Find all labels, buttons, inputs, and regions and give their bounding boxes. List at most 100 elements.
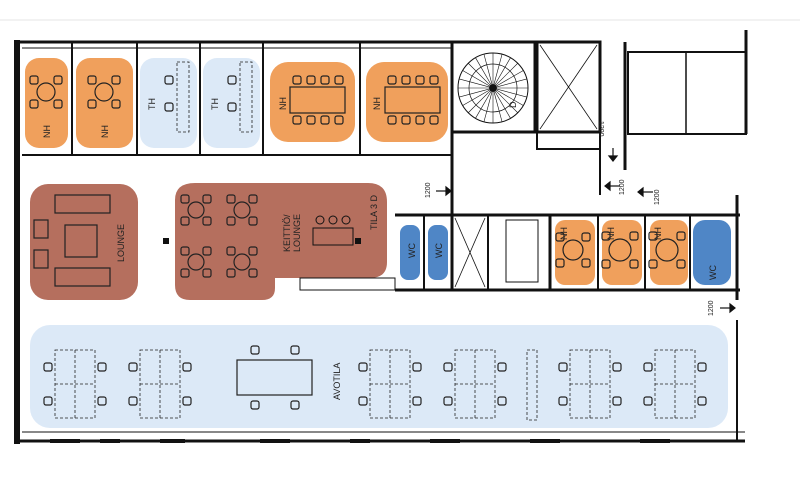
walls — [14, 30, 748, 444]
stair-step — [493, 91, 503, 122]
chair — [643, 396, 653, 406]
chair — [558, 396, 568, 406]
chair — [248, 194, 258, 204]
stair-step — [462, 70, 490, 87]
chair — [180, 216, 190, 226]
chair — [358, 362, 368, 372]
door-width: 1200 — [597, 121, 604, 137]
room-label: NH — [559, 227, 569, 240]
door-width: 1200 — [619, 179, 626, 195]
zone-kitchen — [175, 183, 387, 300]
stair-step — [494, 91, 511, 119]
round-table — [187, 253, 205, 271]
zone-wc-2 — [428, 225, 448, 280]
chair — [292, 115, 302, 125]
round-table — [187, 201, 205, 219]
wc-label: WC — [708, 265, 718, 280]
chair — [443, 362, 453, 372]
chair — [648, 231, 658, 241]
room-label: TH — [147, 98, 157, 110]
chair — [111, 99, 121, 109]
chair — [612, 396, 622, 406]
meeting-table — [289, 86, 346, 114]
labels: NH NH TH TH NH NH D LOUNGE KEITTIÖ/ LOUN… — [42, 97, 718, 400]
chair — [97, 396, 107, 406]
armchair — [33, 249, 49, 269]
zone-avotila — [30, 325, 728, 428]
chair — [387, 75, 397, 85]
chair — [182, 362, 192, 372]
chair — [128, 362, 138, 372]
chair — [306, 115, 316, 125]
round-table — [655, 238, 679, 262]
stair-step — [483, 91, 493, 122]
stair-step — [496, 70, 524, 87]
chair — [227, 102, 237, 112]
chair — [248, 216, 258, 226]
stair-step — [493, 54, 503, 85]
chair — [555, 258, 565, 268]
chair — [87, 75, 97, 85]
room-label: NH — [606, 227, 616, 240]
round-table — [562, 239, 584, 261]
chair — [226, 216, 236, 226]
zone-wc-3 — [693, 220, 731, 285]
door-arrows — [436, 148, 736, 314]
chair — [412, 396, 422, 406]
chair — [29, 99, 39, 109]
chair — [697, 362, 707, 372]
chair — [497, 396, 507, 406]
zone-nh-5 — [555, 220, 595, 285]
chair — [202, 268, 212, 278]
armchair — [33, 219, 49, 239]
chair — [676, 259, 686, 269]
round-table — [36, 82, 56, 102]
chair — [334, 115, 344, 125]
chair — [643, 362, 653, 372]
desk — [239, 61, 253, 133]
chair — [429, 115, 439, 125]
chair — [290, 400, 300, 410]
storage — [526, 349, 538, 421]
chair — [250, 345, 260, 355]
zone-nh-4 — [366, 62, 448, 142]
stair-step — [459, 78, 490, 88]
stair-label: D — [508, 101, 518, 108]
chair — [497, 362, 507, 372]
space-label: TILA 3 D — [369, 194, 379, 230]
stair-step — [483, 54, 493, 85]
chair — [43, 396, 53, 406]
stair-step — [468, 90, 491, 113]
stair-step — [495, 63, 518, 86]
chair — [180, 194, 190, 204]
chair — [248, 246, 258, 256]
chair — [412, 362, 422, 372]
chair — [180, 268, 190, 278]
desk — [176, 61, 190, 133]
zone-nh-7 — [650, 220, 688, 285]
chair — [180, 246, 190, 256]
stair-step — [496, 78, 527, 88]
chair — [320, 115, 330, 125]
chair — [164, 75, 174, 85]
stair-step — [496, 89, 524, 106]
zone-nh-3 — [270, 62, 355, 142]
chair — [676, 231, 686, 241]
stair-step — [475, 57, 492, 85]
furniture — [29, 61, 707, 421]
round-table — [608, 238, 632, 262]
chair — [202, 194, 212, 204]
sofa — [54, 267, 111, 287]
stair-step — [462, 89, 490, 106]
chair — [601, 231, 611, 241]
chair — [202, 216, 212, 226]
open-area-label: AVOTILA — [332, 363, 342, 400]
chair — [250, 400, 260, 410]
chair — [164, 102, 174, 112]
wc-label: WC — [407, 243, 417, 258]
chair — [182, 396, 192, 406]
chair — [292, 75, 302, 85]
spiral-stair — [457, 52, 529, 124]
chair — [601, 259, 611, 269]
